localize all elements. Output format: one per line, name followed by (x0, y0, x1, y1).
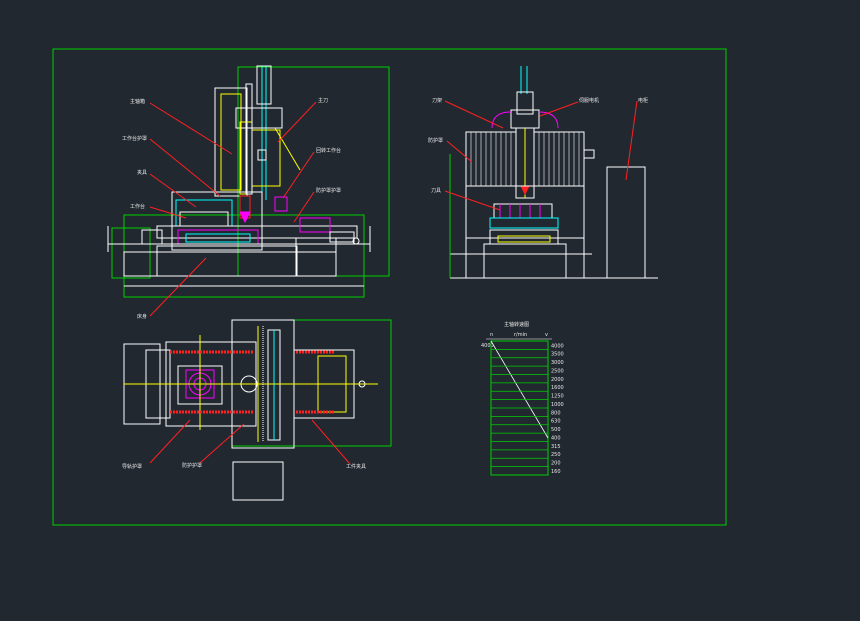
speed-table-value: 3500 (551, 352, 564, 358)
drawing-border (52, 48, 727, 526)
label-table-guard: 工作台护罩 (122, 135, 147, 142)
top-view-labels: 导轨护罩 防护护罩 工件夹具 (122, 462, 366, 470)
speed-table-value: 1000 (551, 402, 564, 408)
speed-table-rows: 4000 3500 3000 2500 2000 1600 1250 1000 800 630 50… (491, 343, 564, 475)
speed-table-left-value: 4000 (481, 343, 494, 349)
speed-table-value: 200 (551, 461, 561, 467)
speed-table-header-v: v (545, 332, 548, 338)
speed-table-header-rpm: r/min (514, 332, 527, 338)
speed-table-value: 2500 (551, 368, 564, 374)
speed-table-value: 500 (551, 427, 561, 433)
label-guard-cover: 防护罩护罩 (316, 187, 341, 194)
label-guard: 防护罩 (428, 137, 443, 144)
speed-table-value: 400 (551, 435, 561, 441)
speed-table-value: 1600 (551, 385, 564, 391)
speed-table-value: 250 (551, 452, 561, 458)
side-view-labels: 刀架 防护罩 刀具 伺服电机 电柜 (428, 97, 648, 194)
label-bed: 床身 (137, 313, 147, 320)
label-fixture: 夹具 (137, 169, 147, 176)
speed-table-value: 3000 (551, 360, 564, 366)
label-worktable: 工作台 (130, 203, 145, 210)
label-rail-guard: 导轨护罩 (122, 463, 142, 470)
speed-table-value: 315 (551, 444, 561, 450)
speed-table-value: 160 (551, 469, 561, 475)
speed-table-header-n: n (490, 332, 493, 338)
speed-table: 主轴转速图 n r/min v 4000 4000 3500 3000 2500 200… (481, 321, 564, 476)
label-tool: 刀具 (431, 188, 441, 194)
front-view (107, 65, 390, 317)
speed-table-value: 2000 (551, 377, 564, 383)
label-protective-guard: 防护护罩 (182, 462, 202, 469)
speed-table-value: 800 (551, 410, 561, 416)
side-view (444, 66, 658, 279)
label-rotary-table: 回转工作台 (316, 147, 341, 154)
speed-table-value: 4000 (551, 343, 564, 349)
label-cabinet: 电柜 (638, 97, 648, 104)
top-view (123, 319, 392, 501)
label-main-tool: 主刀 (318, 97, 328, 104)
label-work-fixture: 工件夹具 (346, 463, 366, 470)
label-tool-holder: 刀架 (432, 98, 442, 104)
front-view-labels: 主轴箱 工作台护罩 夹具 工作台 床身 主刀 回转工作台 防护罩护罩 (122, 97, 341, 320)
speed-table-title: 主轴转速图 (504, 321, 529, 328)
label-spindle-box: 主轴箱 (130, 98, 145, 105)
label-servo-motor: 伺服电机 (579, 97, 599, 104)
speed-table-value: 630 (551, 419, 561, 425)
speed-table-value: 1250 (551, 394, 564, 400)
